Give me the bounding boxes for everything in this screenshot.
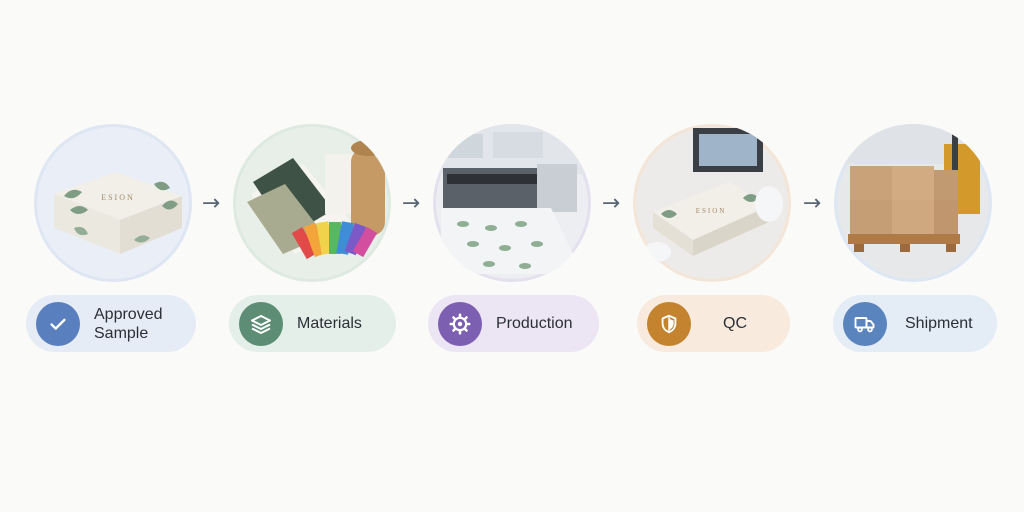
- layers-icon: [239, 301, 283, 346]
- step-label: Shipment: [905, 315, 973, 332]
- gear-icon: [438, 301, 482, 346]
- printing-press-illustration: [433, 124, 591, 279]
- step-label: QC: [723, 315, 747, 332]
- step-approved-sample[interactable]: Approved Sample: [26, 295, 196, 352]
- box-brand-text: ESION: [101, 193, 135, 202]
- flow-arrow-3: →: [601, 191, 621, 216]
- step-label: Approved Sample: [94, 305, 163, 342]
- qc-box-brand-text: ESION: [696, 207, 727, 215]
- flow-arrow-1: →: [201, 191, 221, 216]
- materials-image: [233, 124, 391, 282]
- production-image: [433, 124, 591, 282]
- flow-arrow-4: →: [802, 191, 822, 216]
- step-label: Production: [496, 315, 573, 332]
- flow-arrow-2: →: [401, 191, 421, 216]
- step-materials[interactable]: Materials: [229, 295, 396, 352]
- approved-sample-image: ESION: [34, 124, 192, 282]
- step-qc[interactable]: QC: [637, 295, 790, 352]
- color-fan-deck: [291, 221, 378, 260]
- truck-icon: [843, 301, 887, 346]
- shipment-image: [834, 124, 992, 282]
- shield-icon: [647, 301, 691, 346]
- material-swatches-illustration: [236, 127, 388, 279]
- check-icon: [36, 301, 80, 346]
- inspection-illustration: ESION: [636, 127, 788, 279]
- palletized-boxes-illustration: [834, 124, 992, 279]
- printed-box-illustration: ESION: [37, 127, 189, 279]
- step-label: Materials: [297, 315, 362, 332]
- qc-image: ESION: [633, 124, 791, 282]
- step-production[interactable]: Production: [428, 295, 599, 352]
- step-shipment[interactable]: Shipment: [833, 295, 997, 352]
